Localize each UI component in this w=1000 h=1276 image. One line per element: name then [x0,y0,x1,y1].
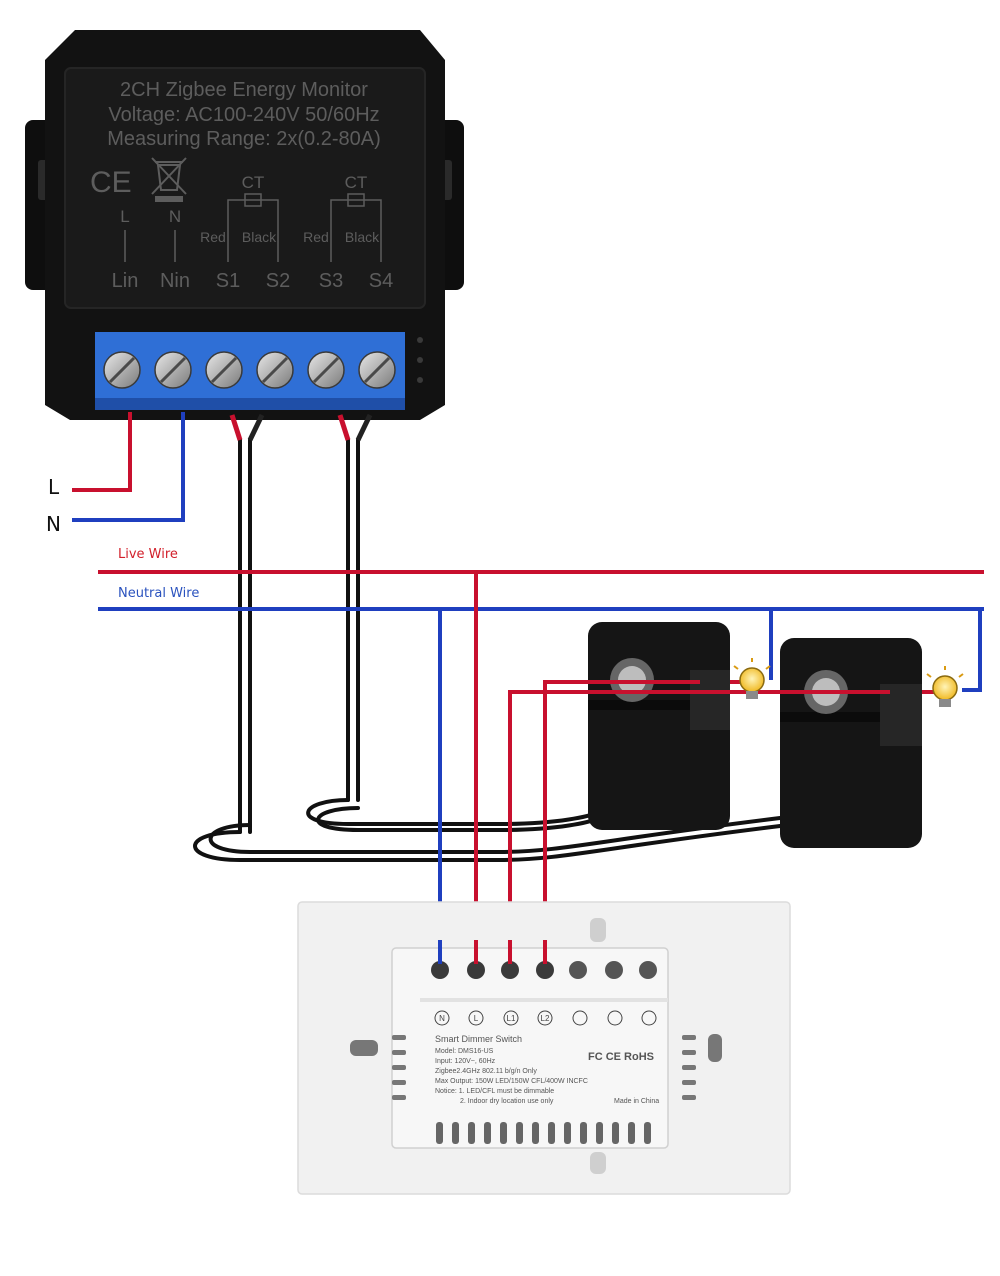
fcc-icon: FC CE RoHS [588,1051,654,1063]
switch-zigbee: Zigbee2.4GHz 802.11 b/g/n Only [435,1068,537,1075]
supply-label-n: N [46,512,61,536]
ct-coil-icon: CT [227,173,279,262]
terminal-label-s3: S3 [319,270,343,292]
ct2-label: CT [345,173,368,192]
switch-back-housing [391,947,669,1149]
supply-wires [72,412,185,522]
switch-model: Model: DMS16-US [435,1048,494,1055]
supply-label-l: L [48,475,60,499]
switch-input: Input: 120V~, 60Hz [435,1058,496,1065]
light-bulb-icon [733,658,771,699]
ct2-red-label: Red [303,229,329,245]
ct1-black-label: Black [242,229,277,245]
ce-mark-icon: CE [90,166,132,199]
smart-dimmer-switch: N L L1 L2 Smart Dimmer Switch Model: DMS… [297,901,791,1195]
switch-notice-1: Notice: 1. LED/CFL must be dimmable [435,1088,554,1095]
switch-terminal-l2: L2 [541,1014,550,1023]
monitor-label-plate [64,67,426,309]
ct1-red-label: Red [200,229,226,245]
terminal-screws [103,351,396,389]
ct-clamp-2 [780,638,922,848]
terminal-label-s1: S1 [216,270,240,292]
ct-coil-icon: CT [330,173,382,262]
terminal-label-s2: S2 [266,270,290,292]
switch-terminal-l: L [474,1014,479,1023]
terminal-block [95,332,405,410]
switch-product-title: Smart Dimmer Switch [435,1034,522,1044]
switch-made-in: Made in China [614,1098,659,1105]
ct2-black-label: Black [345,229,380,245]
switch-max-output: Max Output: 150W LED/150W CFL/400W INCFC [435,1078,588,1085]
ct1-label: CT [242,173,265,192]
energy-monitor-module: 2CH Zigbee Energy Monitor Voltage: AC100… [25,30,464,420]
light-bulb-icon [926,666,964,707]
switch-terminal-l1: L1 [507,1014,516,1023]
terminal-label-s4: S4 [369,270,393,292]
small-label-l: L [120,207,129,226]
ct-clamp-1 [588,622,730,830]
switch-terminal-n: N [439,1014,445,1023]
switch-terminal-screws [431,961,657,979]
terminal-label-lin: Lin [112,270,139,292]
switch-notice-2: 2. Indoor dry location use only [460,1098,554,1105]
monitor-title: 2CH Zigbee Energy Monitor [120,79,368,101]
weee-bin-icon [151,157,187,202]
neutral-wire-label: Neutral Wire [118,586,199,601]
monitor-voltage: Voltage: AC100-240V 50/60Hz [108,104,379,126]
live-wire-label: Live Wire [118,547,178,562]
terminal-label-nin: Nin [160,270,190,292]
monitor-range: Measuring Range: 2x(0.2-80A) [107,128,380,150]
small-label-n: N [169,207,181,226]
